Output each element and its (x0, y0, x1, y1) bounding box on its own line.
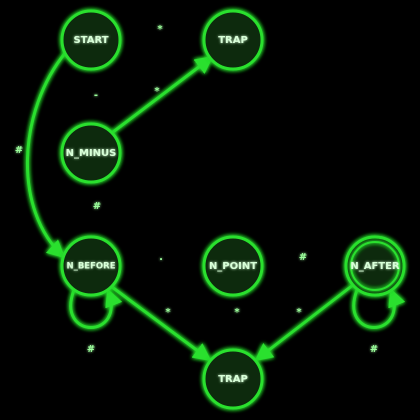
node-trap-top-circle (202, 9, 264, 71)
edge-label-minus-trap: * (154, 86, 160, 97)
edge-labels: * - # * # . # # * # * * (15, 24, 378, 355)
node-start[interactable]: START (60, 9, 122, 71)
edge-label-after-trap: * (296, 307, 302, 318)
edge-label-start-minus: - (94, 90, 98, 101)
edge-label-after-loop: # (370, 344, 378, 355)
edge-label-before-loop: # (87, 344, 95, 355)
edge-minus-trap (111, 55, 214, 134)
node-start-circle (60, 9, 122, 71)
edge-start-before (26, 50, 68, 259)
edge-before-loop (69, 288, 123, 329)
node-trap-bottom-label: TRAP (218, 374, 248, 385)
node-n-minus-label: N_MINUS (66, 148, 117, 159)
node-trap-top-label: TRAP (218, 35, 248, 46)
node-n-minus[interactable]: N_MINUS (60, 122, 122, 184)
node-n-before[interactable]: N_BEFORE (60, 235, 122, 297)
node-n-point[interactable]: N_POINT (202, 235, 264, 297)
edge-label-point-trap: * (234, 307, 240, 318)
edge-label-point-after: # (299, 252, 307, 263)
node-n-point-label: N_POINT (209, 261, 257, 272)
edge-label-before-trap: * (165, 307, 171, 318)
node-start-label: START (73, 35, 108, 46)
node-n-after[interactable]: N_AFTER (344, 235, 406, 297)
node-trap-bottom-circle (202, 348, 264, 410)
edge-before-trap (110, 285, 212, 362)
edge-label-start-trap: * (157, 24, 163, 35)
edge-label-before-point: . (159, 252, 163, 263)
node-n-point-circle (202, 235, 264, 297)
node-n-minus-circle (60, 122, 122, 184)
edge-after-loop (352, 288, 406, 329)
node-n-after-accept-ring (350, 241, 400, 291)
node-trap-top[interactable]: TRAP (202, 9, 264, 71)
node-n-after-circle (344, 235, 406, 297)
edge-label-minus-before: # (93, 201, 101, 212)
node-trap-bottom[interactable]: TRAP (202, 348, 264, 410)
edge-label-start-before: # (15, 145, 23, 156)
edges (26, 31, 406, 362)
nodes: START TRAP N_MINUS N_BEFORE N_POINT N_AF… (60, 9, 406, 410)
node-n-before-label: N_BEFORE (66, 262, 115, 272)
node-n-before-circle (60, 235, 122, 297)
edge-after-trap (254, 283, 355, 362)
node-n-after-label: N_AFTER (350, 261, 400, 272)
